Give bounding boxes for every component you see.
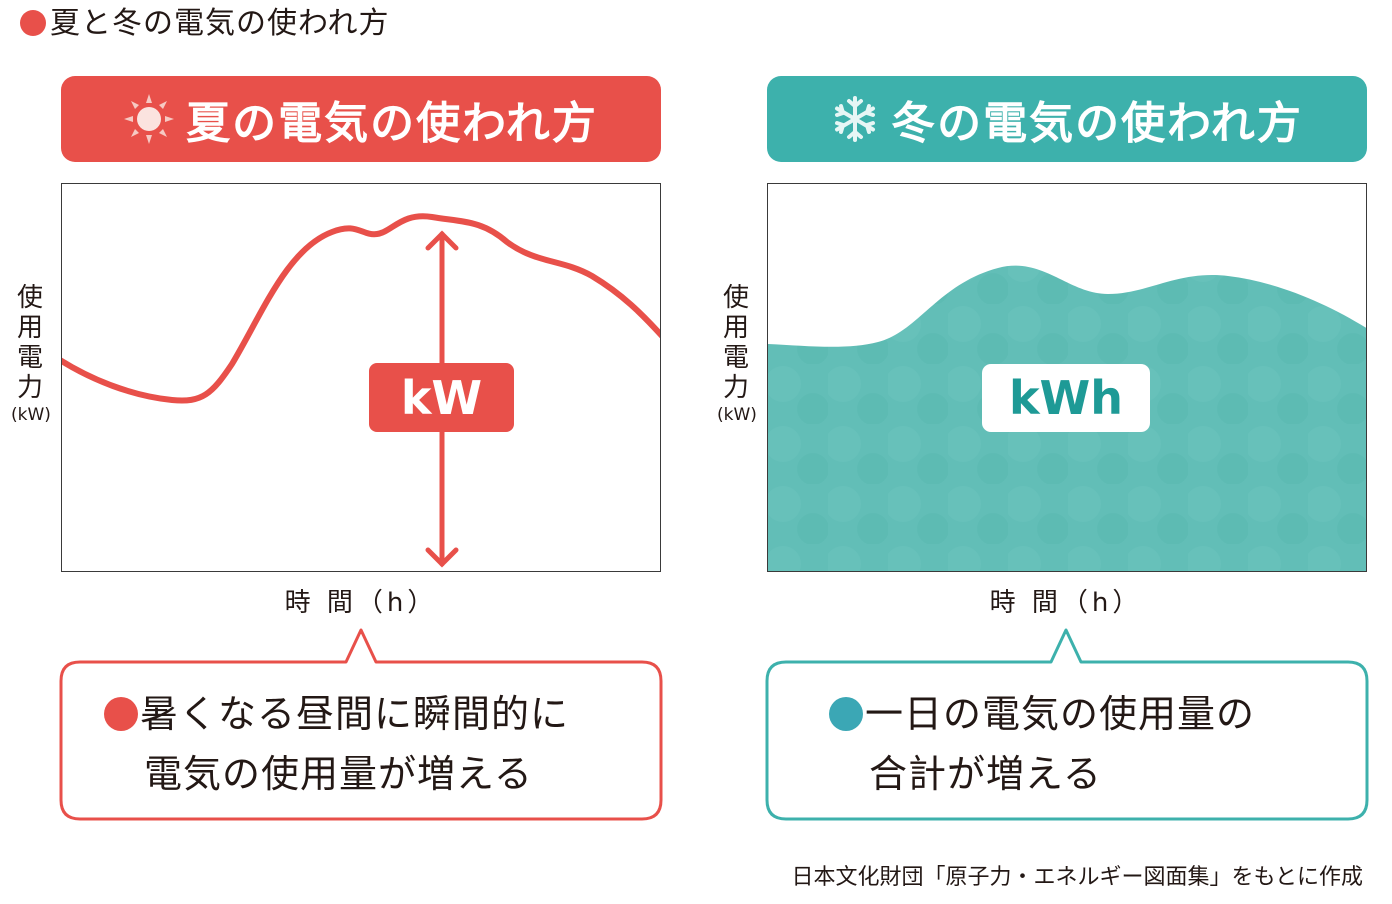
- summer-callout-text: 暑くなる昼間に瞬間的に 電気の使用量が増える: [104, 684, 569, 804]
- summer-banner: 夏の電気の使われ方: [61, 76, 661, 162]
- winter-bullet-icon: [829, 697, 863, 731]
- winter-x-axis-label: 時 間（h）: [989, 588, 1143, 618]
- winter-y-unit: (kW): [717, 405, 757, 425]
- source-note: 日本文化財団「原子力・エネルギー図面集」をもとに作成: [791, 865, 1363, 890]
- page-title: 夏と冬の電気の使われ方: [20, 2, 390, 46]
- winter-callout-box: [765, 628, 1369, 821]
- snowflake-icon: [835, 96, 876, 142]
- winter-y-axis-label: 使 用 電 力 (kW): [717, 283, 757, 425]
- kw-badge: kW: [369, 363, 514, 432]
- summer-y-axis-label: 使 用 電 力 (kW): [11, 283, 51, 425]
- winter-banner-title: 冬の電気の使われ方: [891, 98, 1303, 149]
- summer-x-axis-label: 時 間（h）: [284, 588, 438, 618]
- summer-plot-area: [61, 183, 661, 572]
- summer-callout-box: [59, 628, 663, 821]
- winter-callout-text: 一日の電気の使用量の 合計が増える: [829, 684, 1255, 804]
- summer-load-curve: [62, 213, 660, 404]
- summer-banner-title: 夏の電気の使われ方: [186, 98, 598, 149]
- sun-icon: [124, 94, 175, 144]
- title-bullet-icon: [20, 10, 46, 36]
- summer-bullet-icon: [104, 697, 138, 731]
- winter-banner: 冬の電気の使われ方: [767, 76, 1367, 162]
- kwh-badge: kWh: [982, 364, 1150, 432]
- summer-y-unit: (kW): [11, 405, 51, 425]
